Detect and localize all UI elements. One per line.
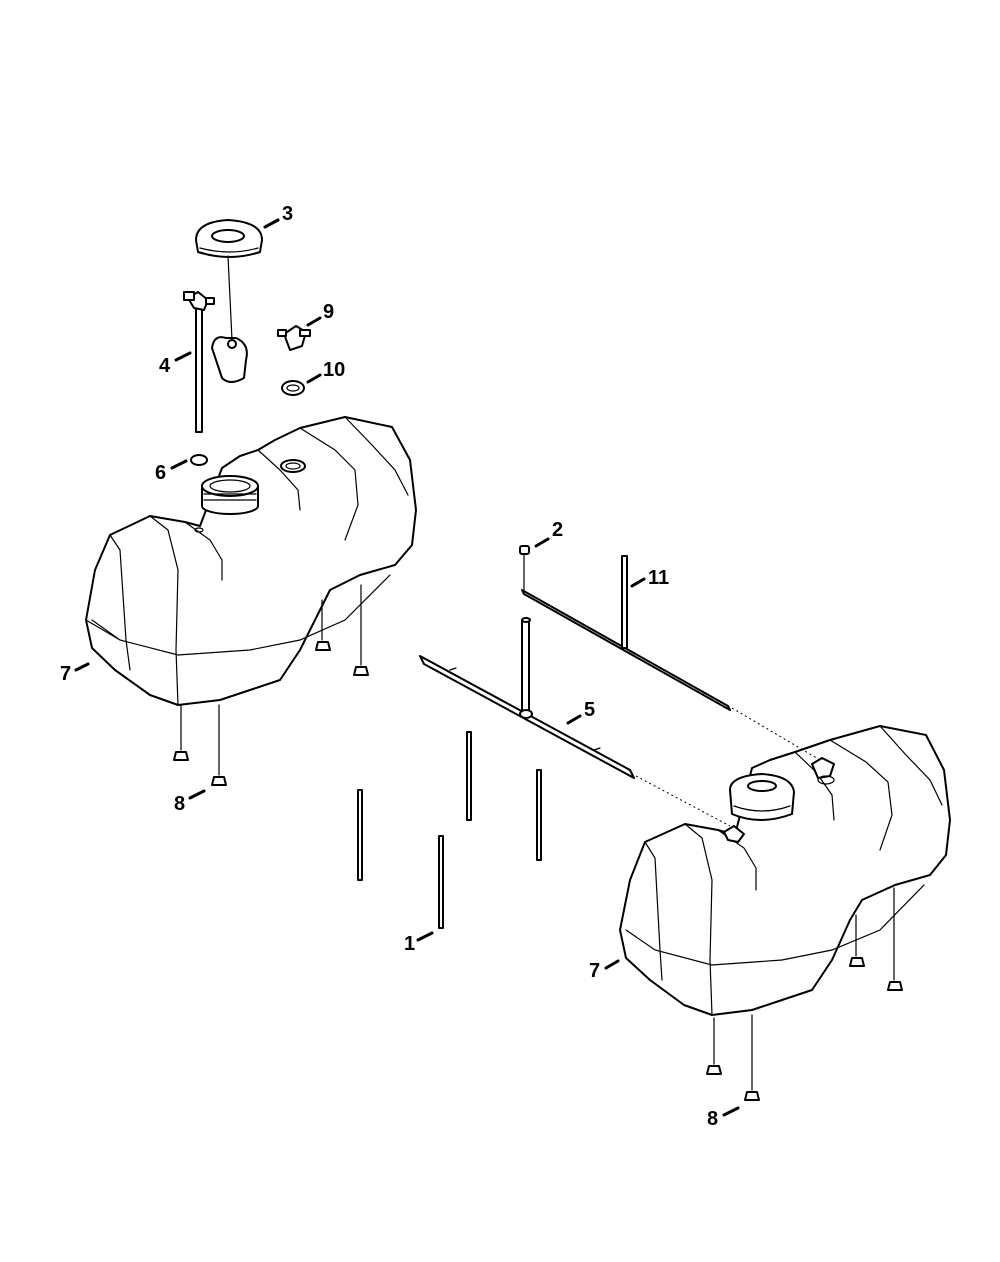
- fuel-cap-assembly: [195, 219, 263, 383]
- fuel-line-assembly: [419, 545, 821, 827]
- callout-6: 6: [155, 462, 166, 484]
- callout-leaders: [74, 218, 740, 1117]
- bushing: [281, 380, 305, 396]
- callout-9: 9: [323, 301, 334, 323]
- right-fuel-tank: [619, 725, 951, 1016]
- left-tank-bolts: [173, 584, 369, 786]
- fuel-line-tube: [183, 291, 215, 433]
- callout-8-left: 8: [174, 793, 185, 815]
- left-fuel-tank: [85, 416, 417, 706]
- vent-valve: [277, 325, 311, 351]
- callout-5: 5: [584, 699, 595, 721]
- callout-4: 4: [159, 355, 171, 377]
- callout-7-right: 7: [589, 960, 600, 982]
- cable-ties: [357, 731, 542, 929]
- callout-2: 2: [552, 519, 563, 541]
- callout-11: 11: [648, 567, 669, 589]
- right-tank-bolts: [706, 887, 903, 1101]
- callout-7-left: 7: [60, 663, 71, 685]
- callout-1: 1: [404, 933, 415, 955]
- callout-10: 10: [323, 359, 345, 381]
- grommet: [190, 454, 208, 466]
- callout-8-right: 8: [707, 1108, 718, 1130]
- callout-3: 3: [282, 203, 293, 225]
